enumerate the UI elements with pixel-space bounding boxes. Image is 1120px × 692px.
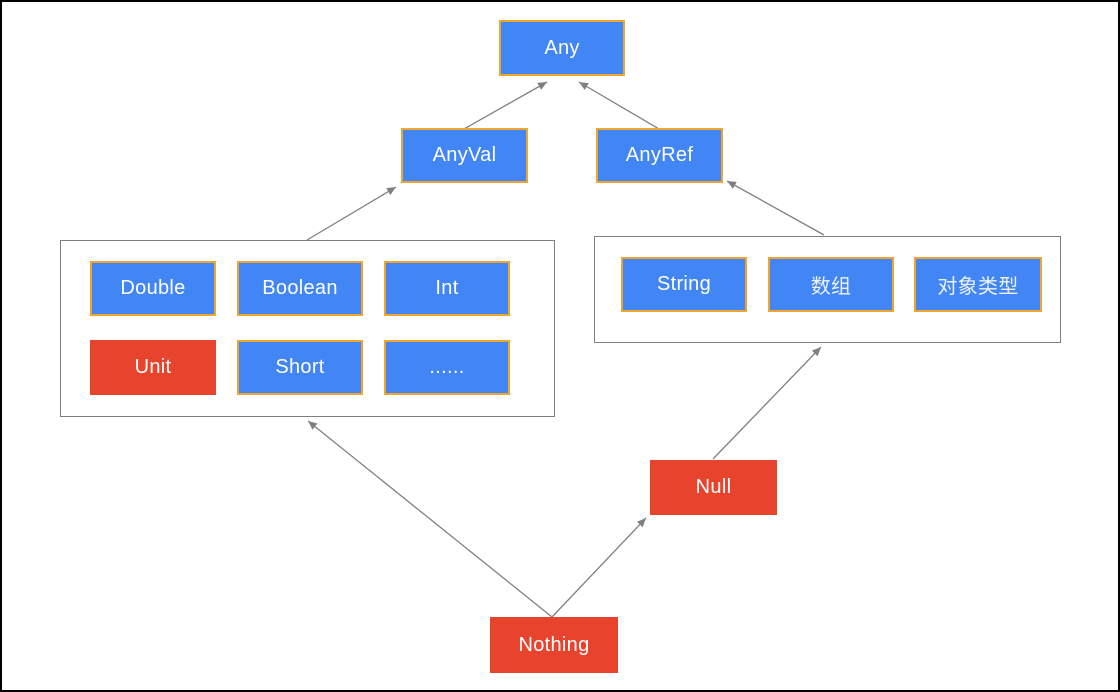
arrow-anyref-to-any bbox=[578, 81, 660, 130]
node-boolean: Boolean bbox=[237, 261, 363, 316]
node-unit: Unit bbox=[90, 340, 216, 395]
arrow-valuegroup-to-anyval bbox=[306, 186, 397, 241]
node-anyval: AnyVal bbox=[401, 128, 528, 183]
value-types-group bbox=[60, 240, 555, 417]
node-int: Int bbox=[384, 261, 510, 316]
node-object-type: 对象类型 bbox=[914, 257, 1042, 312]
node-array: 数组 bbox=[768, 257, 894, 312]
reference-types-group bbox=[594, 236, 1061, 343]
node-string: String bbox=[621, 257, 747, 312]
node-anyref: AnyRef bbox=[596, 128, 723, 183]
arrow-nothing-to-null bbox=[551, 517, 647, 618]
node-any: Any bbox=[499, 20, 625, 76]
node-double: Double bbox=[90, 261, 216, 316]
node-short: Short bbox=[237, 340, 363, 395]
arrow-nothing-to-valuegroup bbox=[307, 420, 553, 618]
arrow-refgroup-to-anyref bbox=[726, 180, 825, 236]
arrow-anyval-to-any bbox=[463, 81, 548, 130]
node-nothing: Nothing bbox=[490, 617, 618, 673]
node-ellipsis: ...... bbox=[384, 340, 510, 395]
arrow-null-to-refgroup bbox=[712, 346, 822, 460]
node-null: Null bbox=[650, 460, 777, 515]
